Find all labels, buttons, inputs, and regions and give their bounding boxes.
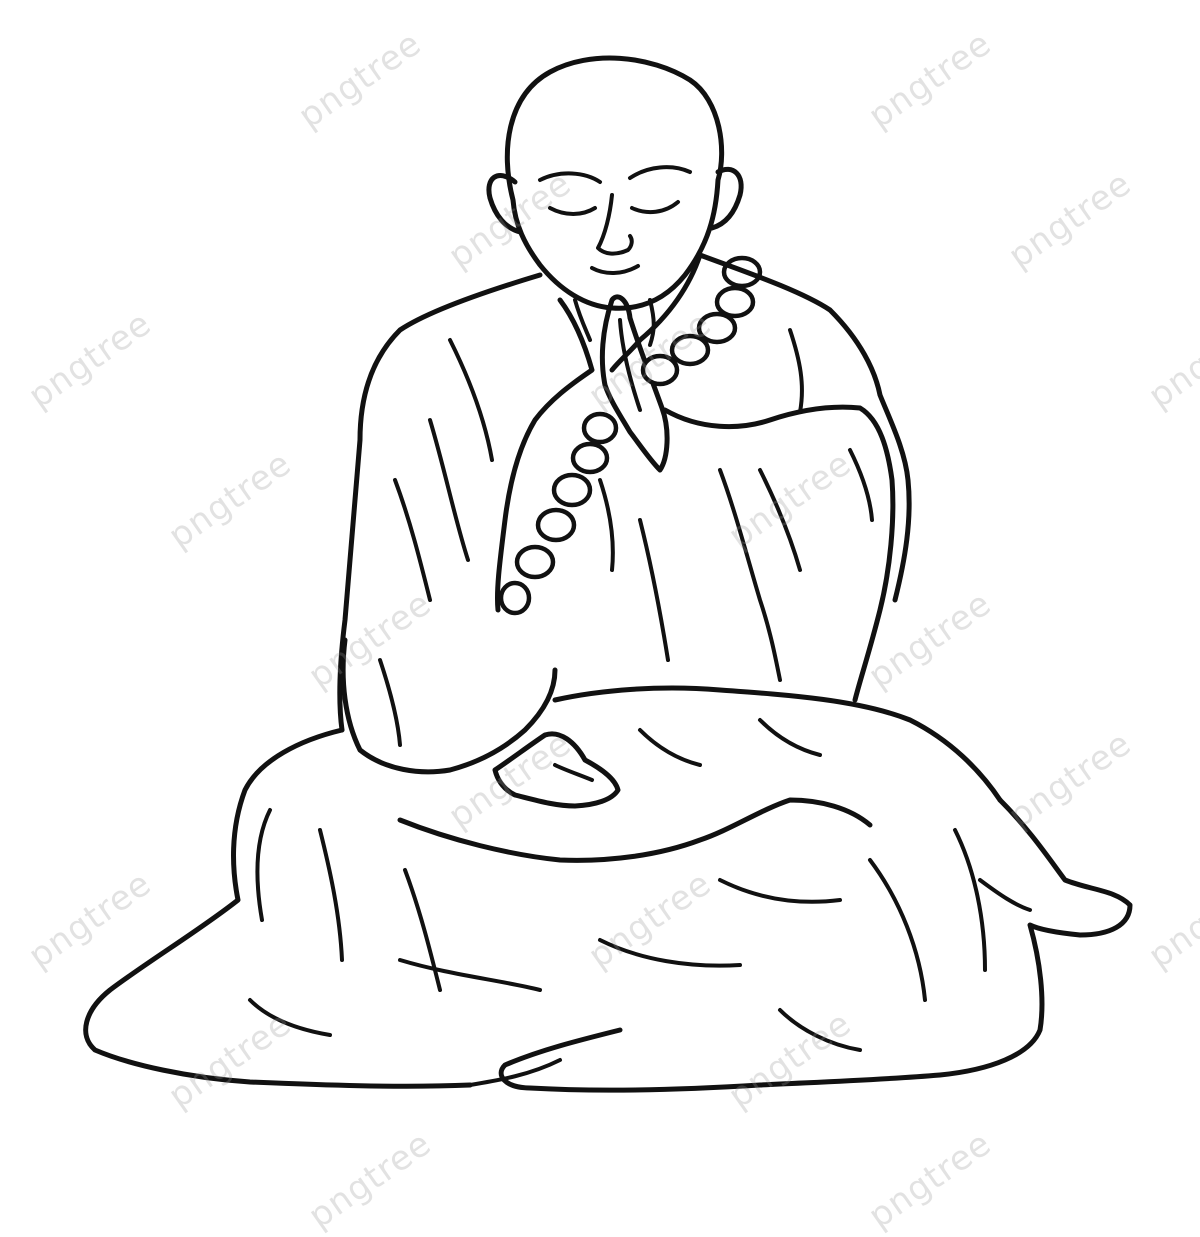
- lap-fold-g: [868, 858, 927, 1002]
- right-closed-eye: [630, 200, 680, 215]
- chest-fold-c: [393, 478, 432, 602]
- left-ear: [486, 173, 523, 235]
- left-closed-eye: [548, 206, 597, 216]
- praying-hand-outline: [599, 294, 670, 473]
- lap-fold-a: [255, 808, 272, 922]
- lap-fold-d: [398, 958, 542, 992]
- lap-fold-i: [638, 728, 702, 767]
- left-sleeve-cuff: [340, 637, 558, 775]
- right-eyebrow: [628, 165, 692, 180]
- chest-fold-d: [598, 478, 615, 572]
- illustration-canvas: pngtree pngtree pngtree pngtree pngtree …: [21, 23, 1200, 1236]
- left-eyebrow: [538, 171, 602, 184]
- right-sleeve-fold-c: [718, 468, 782, 682]
- resting-hand: [492, 731, 621, 809]
- monk-line-art: [83, 55, 1133, 1093]
- lap-fold-n: [468, 1058, 562, 1087]
- nose: [596, 193, 634, 256]
- lap-fold-f: [718, 878, 842, 904]
- chest-fold-b: [428, 418, 470, 562]
- finger-line: [618, 318, 642, 412]
- left-sleeve-fold: [378, 658, 402, 747]
- chest-fold-a: [448, 338, 494, 462]
- lap-center-knee: [397, 797, 873, 863]
- monk-head: [486, 55, 744, 347]
- left-sleeve: [340, 637, 621, 809]
- mouth: [590, 264, 640, 275]
- collar-right: [609, 252, 703, 373]
- lap-left-outline: [83, 727, 473, 1089]
- lap-fold-j: [758, 718, 822, 757]
- right-sleeve-fold-a: [788, 328, 804, 414]
- lap-fold-e: [598, 938, 742, 968]
- lap-fold-k: [248, 998, 332, 1037]
- right-shoulder: [697, 252, 912, 603]
- lap-fold-m: [978, 878, 1032, 912]
- chest-fold-e: [638, 518, 670, 662]
- right-sleeve: [662, 404, 896, 703]
- head-outline: [504, 55, 725, 311]
- right-ear: [709, 166, 744, 231]
- lap-right-outline: [498, 797, 1133, 1093]
- right-sleeve-fold-d: [848, 448, 874, 522]
- lap-fold-c: [403, 868, 442, 992]
- lap-fold-l: [778, 1008, 862, 1052]
- lap-top-curve: [552, 685, 1003, 803]
- resting-hand-finger: [553, 763, 594, 782]
- right-sleeve-fold-b: [758, 468, 802, 572]
- robe-lower: [83, 685, 1133, 1093]
- lap-fold-h: [953, 828, 987, 972]
- praying-hand: [599, 294, 670, 473]
- collar-left: [494, 297, 595, 613]
- lap-fold-b: [318, 828, 344, 962]
